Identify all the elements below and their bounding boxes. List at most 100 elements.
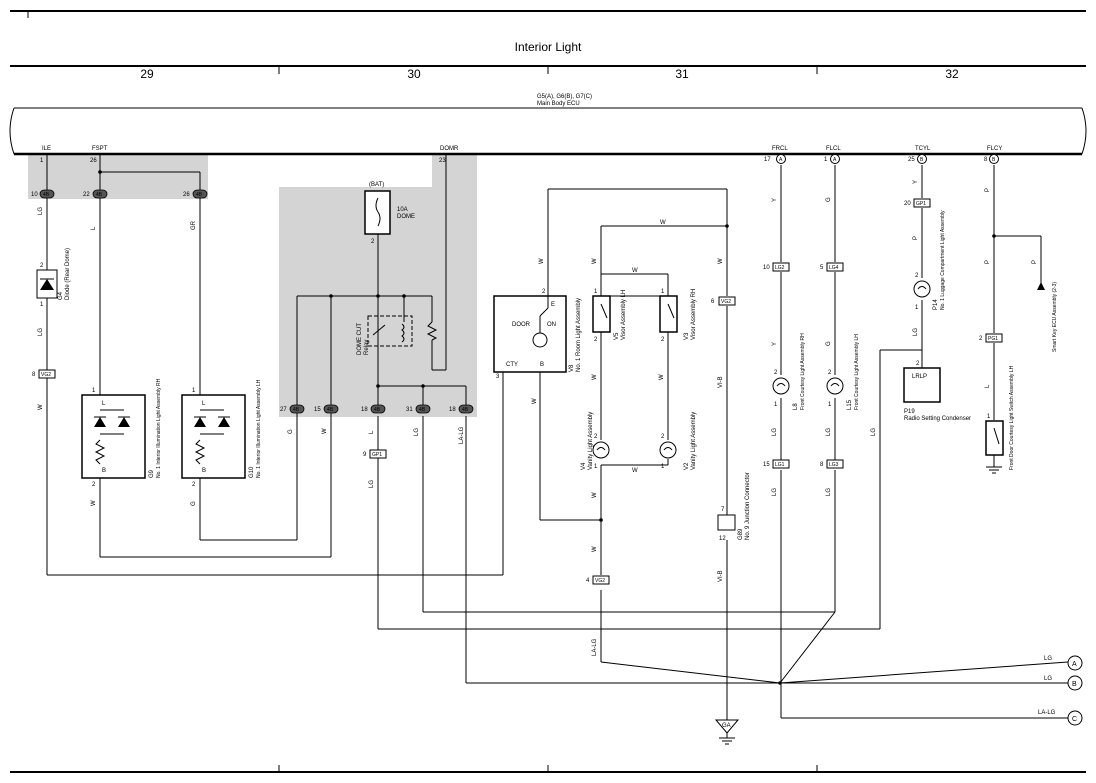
wire-color: Y bbox=[772, 342, 778, 346]
wire-color: G bbox=[826, 341, 832, 346]
smart-key-ecu: Smart Key ECU Assembly (2-3) bbox=[1037, 282, 1058, 352]
wire-color: LG bbox=[1044, 676, 1052, 682]
wire-color: W bbox=[592, 492, 598, 498]
v2-code: V2 bbox=[684, 462, 690, 470]
wire-color: W bbox=[322, 428, 328, 434]
pin-number: 23 bbox=[439, 158, 446, 164]
g10-illumination-light: L B 1 2 G10 No. 1 Interior Illumination … bbox=[181, 379, 262, 488]
wire-color: L bbox=[985, 384, 991, 388]
wire-color: VI-B bbox=[718, 570, 724, 582]
g89-junction-connector: 7 12 G89 No. 9 Junction Connector bbox=[717, 472, 751, 542]
ecu-pin-tcyl: TCYL bbox=[915, 146, 931, 152]
v4-name: Vanity Light Assembly bbox=[588, 412, 594, 470]
pin-number: 2 bbox=[371, 239, 375, 245]
pin-letter: L bbox=[202, 401, 206, 407]
l15-code: L15 bbox=[847, 399, 853, 410]
wire-color: LA-LG bbox=[1038, 710, 1056, 716]
column-number: 29 bbox=[140, 67, 154, 81]
wire-color: Y bbox=[772, 198, 778, 202]
pin-number: 1 bbox=[92, 388, 96, 394]
g89-name: No. 9 Junction Connector bbox=[745, 472, 751, 540]
wire-color: W bbox=[38, 404, 44, 410]
ecu-name: Main Body ECU bbox=[537, 101, 580, 107]
v3-code: V3 bbox=[684, 332, 690, 340]
pin-number: 2 bbox=[594, 337, 598, 343]
wire-color: LG bbox=[1044, 656, 1052, 662]
connector-lg1: LG1 15 bbox=[763, 459, 790, 469]
v8-name: No. 1 Room Light Assembly bbox=[576, 298, 582, 372]
pin-number: 9 bbox=[363, 452, 367, 458]
skey-name: Smart Key ECU Assembly (2-3) bbox=[1052, 282, 1058, 352]
connector-label: 4B bbox=[43, 192, 50, 198]
ecu-pin-flcl: FLCL bbox=[826, 146, 841, 152]
l15-name: Front Courtesy Light Assembly LH bbox=[854, 334, 860, 410]
dome-cut-relay: DOME CUT Relay bbox=[357, 315, 438, 355]
shade-ecu-left bbox=[28, 155, 208, 199]
ecu-terminal-a: A 17 bbox=[764, 154, 786, 164]
v5-name: Visor Assembly LH bbox=[621, 290, 627, 340]
v5-visor: 1 2 V5 Visor Assembly LH bbox=[592, 289, 627, 343]
connector-label: LG1 bbox=[775, 462, 785, 468]
pin-number: 1 bbox=[987, 414, 991, 420]
wire-color: LG bbox=[772, 428, 778, 436]
pin-number: 2 bbox=[594, 434, 598, 440]
wire-color: GR bbox=[191, 220, 197, 230]
connector-gp1: GP1 20 bbox=[904, 198, 931, 208]
pin-number: 2 bbox=[774, 370, 778, 376]
ground-ga: GA bbox=[714, 719, 740, 745]
connector-label: GP1 bbox=[372, 452, 382, 458]
l8-name: Front Courtesy Light Assembly RH bbox=[800, 333, 806, 410]
room-light-cty: CTY bbox=[506, 362, 518, 368]
wire-color: LG bbox=[414, 428, 420, 436]
pin-number: 1 bbox=[594, 464, 598, 470]
column-number: 30 bbox=[407, 67, 421, 81]
g9-name: No. 1 Interior Illumination Light Assemb… bbox=[156, 378, 162, 478]
fuse-name: DOME bbox=[397, 214, 415, 220]
room-light-b: B bbox=[540, 362, 544, 368]
v3-visor: 1 2 V3 Visor Assembly RH bbox=[659, 289, 697, 343]
wire-color: W bbox=[660, 220, 666, 226]
wire-color: W bbox=[539, 258, 545, 264]
pin-number: 15 bbox=[763, 462, 770, 468]
v2-name: Vanity Light Assembly bbox=[691, 412, 697, 470]
connector-4b: 4B 15 bbox=[314, 404, 339, 414]
v8-code: V8 bbox=[569, 364, 575, 372]
g4-code: G4 bbox=[58, 291, 64, 300]
pin-number: 2 bbox=[661, 337, 665, 343]
connector-label: 4B bbox=[293, 407, 300, 413]
connector-gp1: GP1 9 bbox=[363, 449, 387, 459]
pin-number: 18 bbox=[361, 407, 368, 413]
l15-courtesy-light: 2 1 L15 Front Courtesy Light Assembly LH bbox=[826, 334, 860, 410]
pin-number: 2 bbox=[661, 434, 665, 440]
room-light-on: ON bbox=[547, 322, 556, 328]
pin-number: 10 bbox=[763, 265, 770, 271]
marker-letter: B bbox=[1072, 681, 1077, 688]
junction-dots bbox=[98, 170, 996, 685]
connector-label: LG2 bbox=[775, 265, 785, 271]
wire-color: L bbox=[91, 226, 97, 230]
pin-number: 2 bbox=[828, 370, 832, 376]
v3-name: Visor Assembly RH bbox=[691, 289, 697, 340]
wire-color: G bbox=[191, 501, 197, 506]
connector-lg3: LG3 8 bbox=[820, 459, 844, 469]
connector-4b: 4B 26 bbox=[183, 189, 208, 199]
marker-letter: A bbox=[779, 157, 783, 163]
room-light-e: E bbox=[551, 302, 555, 308]
relay-type: Relay bbox=[364, 340, 370, 355]
fuse-source: (BAT) bbox=[369, 182, 384, 188]
connector-label: LG3 bbox=[829, 462, 839, 468]
room-light-door: DOOR bbox=[512, 322, 531, 328]
pin-number: 1 bbox=[40, 302, 44, 308]
marker-c: C bbox=[1067, 710, 1083, 726]
pin-letter: B bbox=[202, 468, 206, 474]
connector-label: 4B bbox=[374, 407, 381, 413]
pin-number: 1 bbox=[774, 402, 778, 408]
wire-color: W bbox=[91, 500, 97, 506]
connector-label: VG2 bbox=[595, 578, 605, 584]
p19-code: P19 bbox=[904, 409, 915, 415]
pin-number: 26 bbox=[90, 158, 97, 164]
page-title: Interior Light bbox=[515, 40, 582, 54]
ecu-codes: G5(A), G6(B), G7(C) bbox=[537, 94, 592, 100]
pin-number: 26 bbox=[183, 192, 190, 198]
